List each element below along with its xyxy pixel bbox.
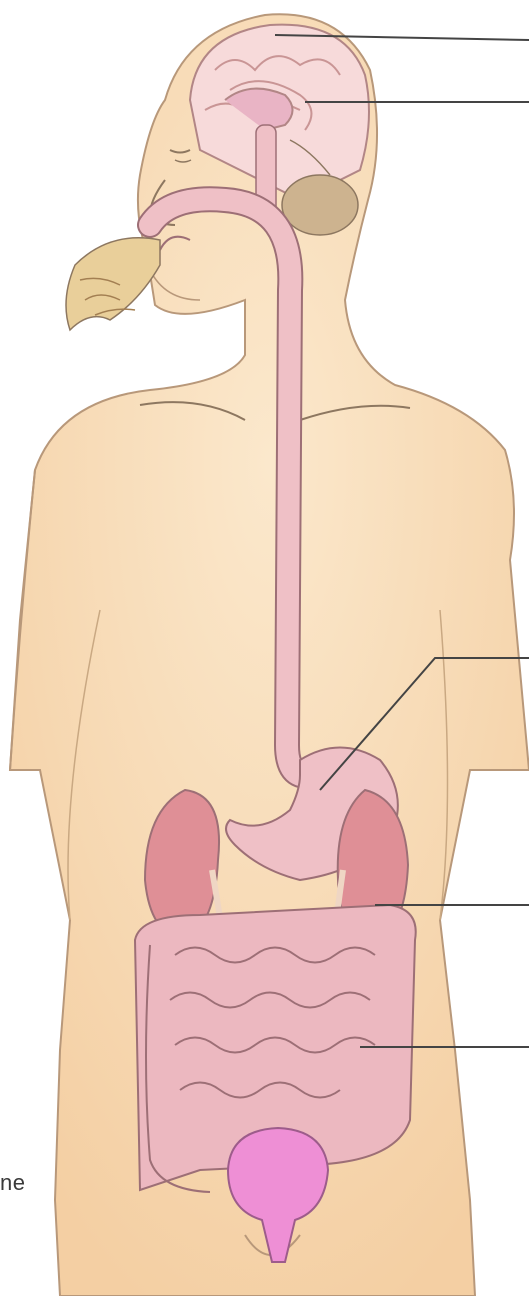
label-fragment: ne	[0, 1170, 25, 1196]
vomit-icon	[66, 238, 160, 330]
